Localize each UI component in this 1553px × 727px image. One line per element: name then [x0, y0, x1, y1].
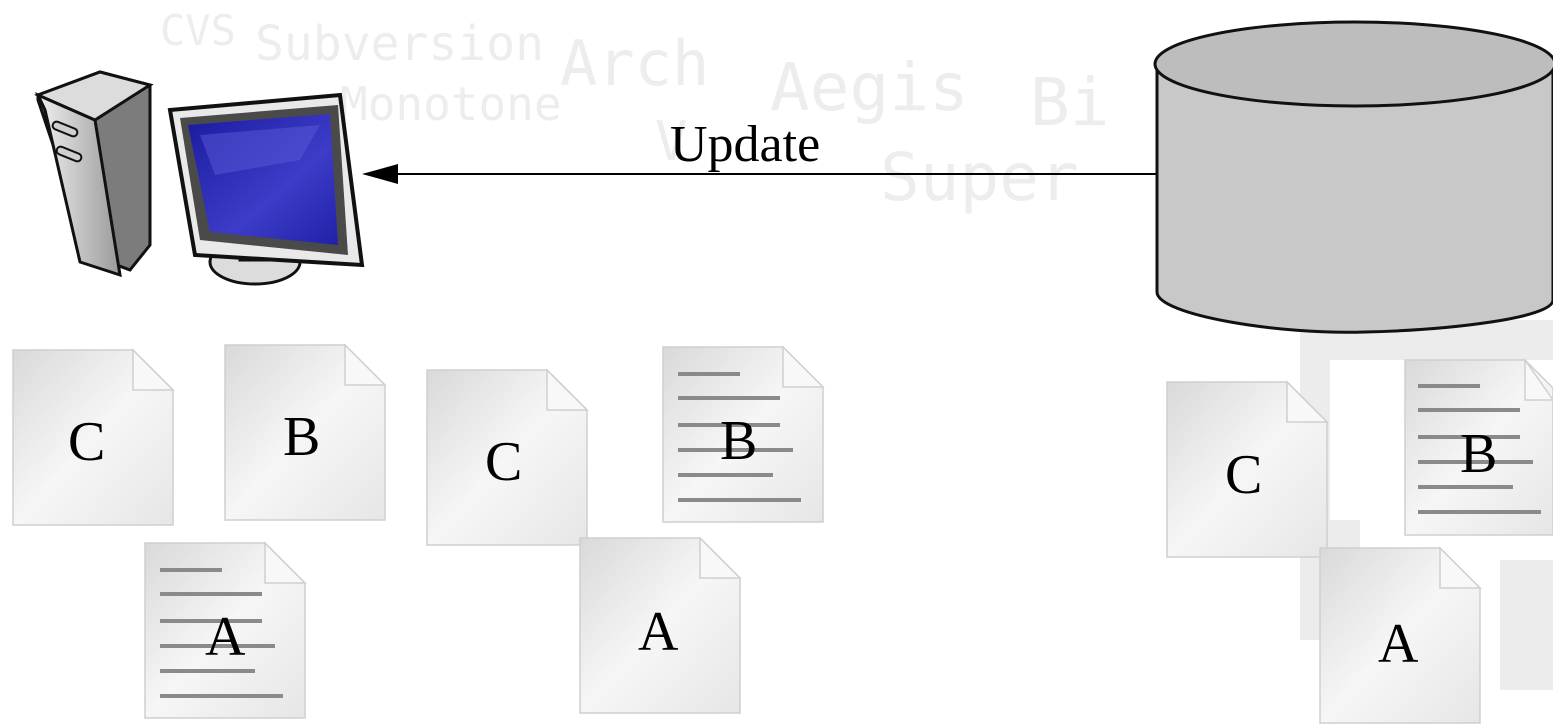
text-lines-icon [160, 568, 283, 698]
watermark-arch: Arch [560, 27, 709, 100]
document-b-middle: B [662, 345, 825, 523]
document-b-right-label: B [1460, 423, 1497, 485]
right-doc-group: C B A [1166, 357, 1553, 724]
update-arrow: Update [362, 116, 1158, 184]
document-c-right-label: C [1225, 444, 1262, 506]
watermark-monotone: Monotone [340, 77, 562, 131]
watermark-cvs: CVS [160, 6, 236, 55]
middle-doc-group: C B A [426, 345, 825, 714]
watermark-v: V [655, 110, 688, 173]
document-c-right: C [1166, 380, 1329, 558]
repository-icon [1153, 20, 1553, 334]
computer-icon [34, 70, 365, 286]
text-lines-icon [678, 372, 801, 502]
watermark-subversion: Subversion [255, 16, 544, 72]
document-c-middle: C [426, 368, 589, 546]
document-a-middle: A [579, 536, 742, 714]
left-doc-group: C B A [12, 343, 387, 719]
document-c-left-label: C [68, 411, 105, 473]
document-c-middle-label: C [485, 431, 522, 493]
update-label: Update [670, 116, 820, 173]
document-a-middle-label: A [638, 601, 679, 663]
document-b-right: B [1404, 357, 1553, 536]
watermark-super: Super [880, 139, 1079, 216]
document-a-right-label: A [1378, 613, 1419, 675]
document-b-middle-label: B [720, 410, 757, 472]
text-lines-icon [1418, 384, 1541, 514]
background-watermark: CVS Subversion Arch Aegis Bi Monotone V … [160, 6, 1109, 216]
document-b-left: B [224, 343, 387, 521]
document-a-right: A [1319, 546, 1482, 724]
watermark-bi: Bi [1030, 64, 1109, 141]
document-c-left: C [12, 348, 175, 526]
document-a-left: A [144, 541, 307, 719]
watermark-aegis: Aegis [770, 49, 969, 126]
document-b-left-label: B [283, 406, 320, 468]
document-a-left-label: A [205, 606, 246, 668]
